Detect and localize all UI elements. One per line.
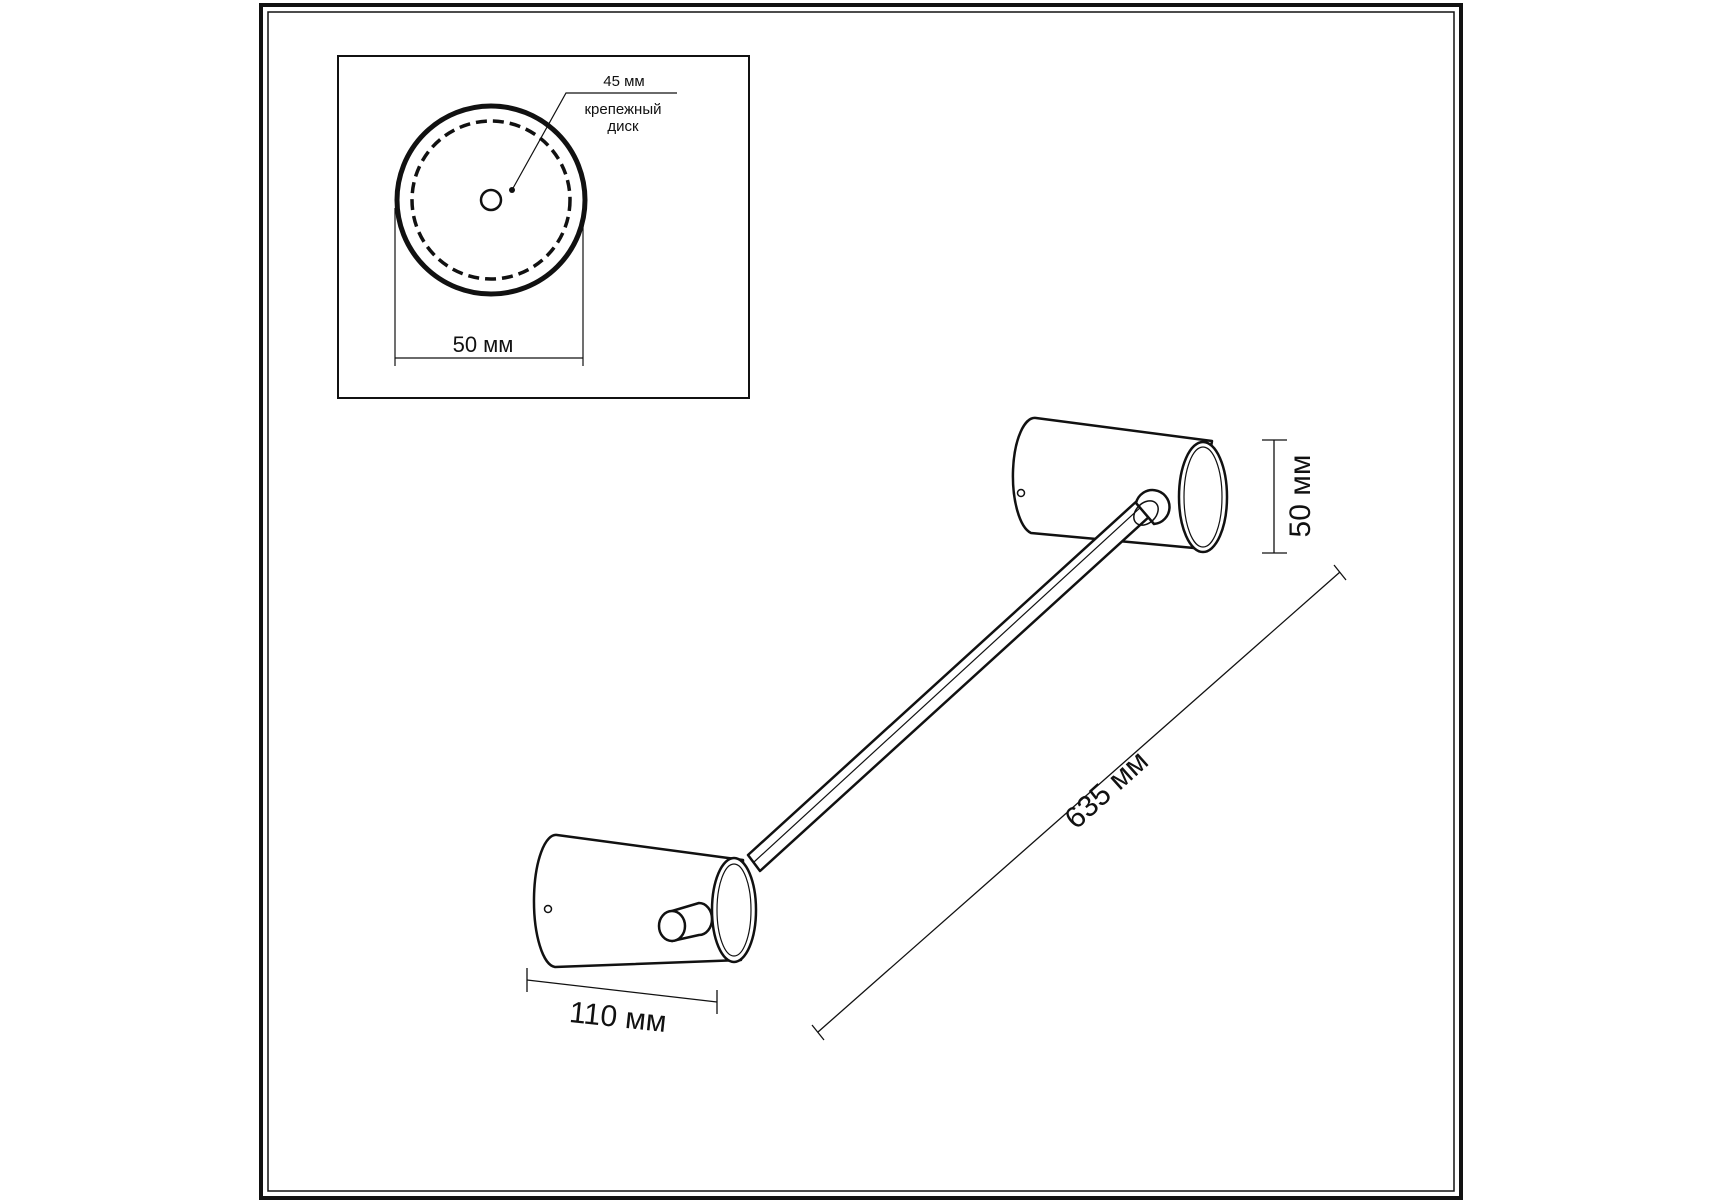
- frame-inner: [267, 11, 1455, 1192]
- inset-top-view: 45 мм крепежный диск 50 мм: [337, 55, 750, 399]
- left-base: [532, 833, 758, 969]
- outer-disc-circle: [394, 103, 588, 297]
- inset-width-label: 50 мм: [453, 332, 514, 357]
- mounting-disc-dashed-circle: [410, 119, 572, 281]
- left-base-end-face: [710, 856, 758, 964]
- rod-joint-ring: [1133, 500, 1159, 526]
- inset-frame: [337, 55, 750, 399]
- light-rod: [746, 488, 1171, 873]
- base-length-dim-line: [526, 979, 718, 1003]
- inset-width-dimension: [394, 208, 584, 366]
- base-length-label: 110 мм: [568, 996, 668, 1039]
- switch-knob: [657, 901, 714, 943]
- frame-outer: [259, 3, 1463, 1200]
- left-base-screw-hole: [543, 904, 553, 914]
- rod-highlight: [753, 505, 1143, 863]
- right-cap-end-face: [1177, 440, 1229, 554]
- mounting-disc-label-line2: диск: [607, 118, 639, 135]
- right-cap-end-rim: [1183, 446, 1223, 548]
- inner-diameter-label: 45 мм: [603, 73, 644, 90]
- rod-joint: [1134, 488, 1171, 526]
- lamp-drawing: [532, 416, 1229, 969]
- left-base-end-rim: [716, 863, 752, 957]
- page-frame: [259, 3, 1463, 1200]
- total-length-dim-line: [817, 571, 1341, 1033]
- mounting-disc-label-line1: крепежный: [584, 101, 661, 118]
- right-cap-screw-hole: [1016, 488, 1026, 498]
- center-hole: [479, 188, 503, 212]
- leader-line: [511, 92, 677, 191]
- total-length-label: 635 мм: [1059, 744, 1155, 835]
- cap-height-label: 50 мм: [1284, 455, 1317, 538]
- dimension-lines: [526, 439, 1347, 1041]
